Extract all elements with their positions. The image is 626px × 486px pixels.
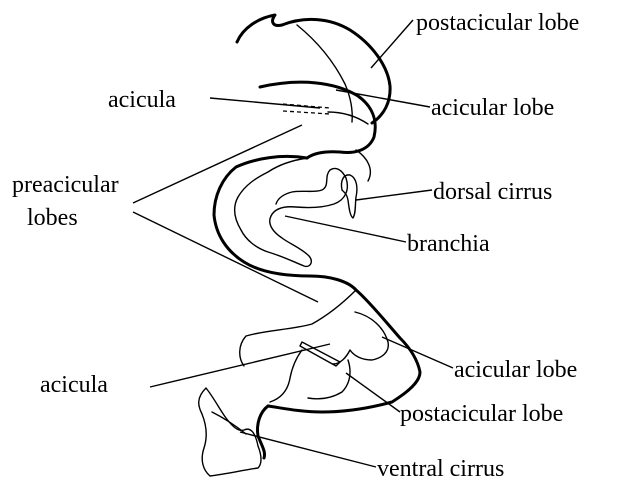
ventral-cirrus-inner <box>212 412 246 434</box>
neuropodium-postacicular-lobe-inner <box>308 360 350 399</box>
neuropodium-acicular-lobe-outline <box>268 290 420 412</box>
leader-branchia <box>285 216 406 242</box>
notopodium-lower-lobe-outline <box>356 150 370 181</box>
notopodium-preacicular-lobe-outline <box>214 156 356 290</box>
neuropodium-drawing <box>199 290 420 476</box>
notopodium-postacicular-lobe-inner <box>297 25 352 122</box>
leader-acicula-top <box>210 98 320 108</box>
label-acicular-lobe-top: acicular lobe <box>431 95 554 121</box>
neuropodium-acicular-lobe-inner <box>333 312 388 364</box>
acicula-bottom-rod <box>300 342 340 366</box>
acicula-rods <box>283 104 340 366</box>
label-dorsal-cirrus: dorsal cirrus <box>433 179 552 205</box>
label-acicular-lobe-bottom: acicular lobe <box>454 357 577 383</box>
label-postacicular-lobe-top: postacicular lobe <box>416 10 579 36</box>
label-preacicular-lobes-line1: preacicular <box>12 172 119 198</box>
label-acicula-top: acicula <box>108 87 176 113</box>
label-preacicular-lobes-line2: lobes <box>27 205 78 231</box>
label-ventral-cirrus: ventral cirrus <box>377 456 504 482</box>
branchia-drawing <box>235 158 348 266</box>
ventral-cirrus-outline <box>199 388 261 476</box>
leader-postacicular-lobe-top <box>371 20 413 68</box>
acicula-top-dashed-rod-b <box>283 111 330 114</box>
branchia-outline <box>235 158 348 266</box>
label-postacicular-lobe-bottom: postacicular lobe <box>400 401 563 427</box>
label-branchia: branchia <box>407 231 490 257</box>
notopodium-acicular-lobe-inner <box>328 112 368 124</box>
leader-dorsal-cirrus <box>356 190 432 200</box>
notopodium-drawing <box>214 15 390 290</box>
label-acicula-bottom: acicula <box>40 372 108 398</box>
neuropodium-upper-outline <box>240 290 356 366</box>
leader-preacicular-lower <box>133 212 318 302</box>
leader-lines <box>133 20 453 467</box>
